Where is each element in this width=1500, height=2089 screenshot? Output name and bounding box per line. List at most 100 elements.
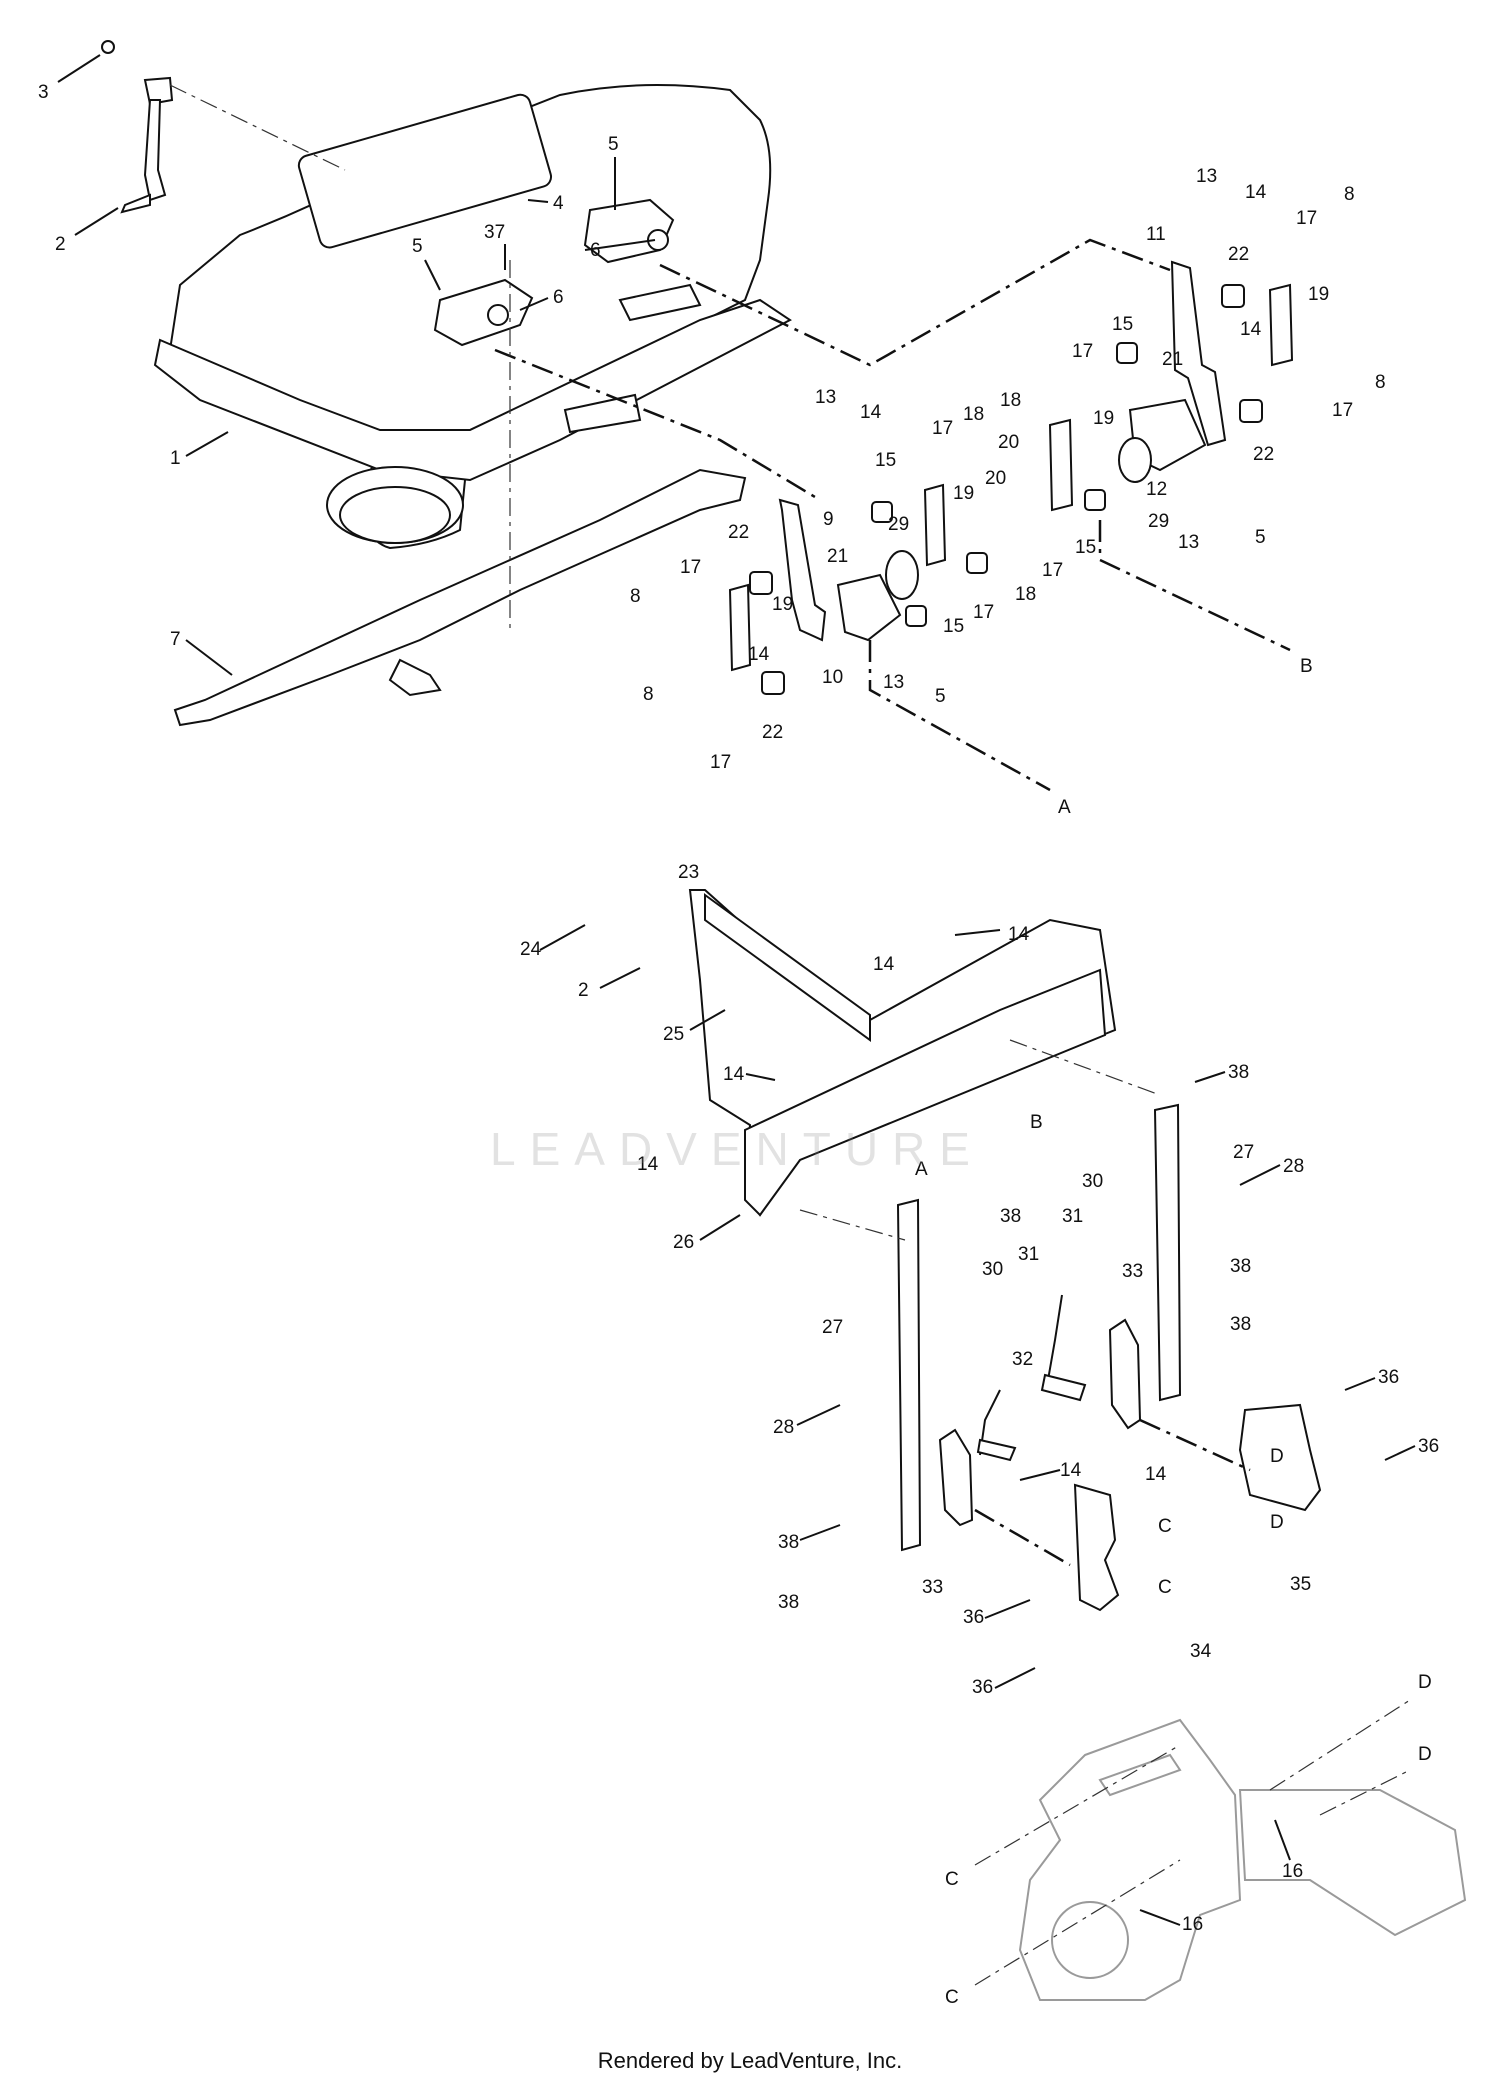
callout-16: 16	[1182, 1914, 1203, 1935]
callout-A: A	[915, 1159, 928, 1180]
callout-38: 38	[778, 1532, 799, 1553]
callout-27: 27	[822, 1317, 843, 1338]
chassis-line-d2	[1319, 1769, 1411, 1816]
callout-36: 36	[1378, 1367, 1399, 1388]
callout-D: D	[1418, 1744, 1432, 1765]
callout-8: 8	[643, 684, 654, 705]
callout-B: B	[1300, 656, 1313, 677]
right-linkage	[1048, 260, 1294, 512]
callout-17: 17	[1332, 400, 1353, 421]
ghost-chassis	[1018, 1718, 1467, 2001]
callout-D: D	[1418, 1672, 1432, 1693]
callout-5: 5	[608, 134, 619, 155]
callout-20: 20	[998, 432, 1019, 453]
callout-15: 15	[1112, 314, 1133, 335]
route-line-a-down	[868, 640, 1051, 792]
callout-38: 38	[1230, 1314, 1251, 1335]
callout-10: 10	[822, 667, 843, 688]
callout-29: 29	[888, 514, 909, 535]
control-rod	[101, 40, 174, 214]
route-line-c	[974, 1508, 1071, 1567]
rod-line	[169, 84, 346, 171]
callout-16: 16	[1282, 1861, 1303, 1882]
callout-13: 13	[1196, 166, 1217, 187]
callout-13: 13	[1178, 532, 1199, 553]
callout-14: 14	[873, 954, 895, 975]
callout-29: 29	[1148, 511, 1169, 532]
route-line-d	[1139, 1418, 1251, 1472]
callout-33: 33	[1122, 1261, 1143, 1282]
callout-14: 14	[860, 402, 882, 423]
callout-30: 30	[982, 1259, 1003, 1280]
cables	[976, 1294, 1087, 1462]
hood-brackets	[433, 198, 675, 347]
callout-13: 13	[883, 672, 904, 693]
callout-17: 17	[1296, 208, 1317, 229]
callout-22: 22	[1253, 444, 1274, 465]
callout-8: 8	[630, 586, 641, 607]
callout-26: 26	[673, 1232, 694, 1253]
callout-19: 19	[772, 594, 793, 615]
callout-8: 8	[1375, 372, 1386, 393]
callout-C: C	[1158, 1516, 1172, 1537]
callout-14: 14	[1008, 924, 1030, 945]
callout-35: 35	[1290, 1574, 1311, 1595]
callout-C: C	[945, 1987, 959, 2008]
vertical-tubes	[896, 1103, 1182, 1552]
callout-C: C	[1158, 1577, 1172, 1598]
callout-21: 21	[1162, 349, 1183, 370]
callout-2: 2	[578, 980, 589, 1001]
callout-25: 25	[663, 1024, 684, 1045]
callout-C: C	[945, 1869, 959, 1890]
callout-12: 12	[1146, 479, 1167, 500]
callout-22: 22	[728, 522, 749, 543]
callout-14: 14	[637, 1154, 659, 1175]
callout-38: 38	[778, 1592, 799, 1613]
callout-32: 32	[1012, 1349, 1033, 1370]
callout-15: 15	[875, 450, 896, 471]
route-line-b	[659, 238, 1171, 367]
callout-17: 17	[1042, 560, 1063, 581]
callout-15: 15	[943, 616, 964, 637]
callout-19: 19	[953, 483, 974, 504]
callout-14: 14	[1245, 182, 1267, 203]
chassis-line-c1	[974, 1744, 1181, 1866]
callout-36: 36	[963, 1607, 984, 1628]
callout-37: 37	[484, 222, 505, 243]
callout-33: 33	[922, 1577, 943, 1598]
callout-20: 20	[985, 468, 1006, 489]
left-linkage	[728, 483, 988, 695]
callout-5: 5	[412, 236, 423, 257]
chute-deflector	[173, 468, 747, 727]
chassis-line-d1	[1269, 1699, 1411, 1791]
callout-36: 36	[972, 1677, 993, 1698]
callout-28: 28	[773, 1417, 794, 1438]
callout-34: 34	[1190, 1641, 1212, 1662]
callout-6: 6	[553, 287, 564, 308]
footer-credit: Rendered by LeadVenture, Inc.	[597, 2048, 903, 2073]
callout-22: 22	[762, 722, 783, 743]
callout-5: 5	[935, 686, 946, 707]
callout-17: 17	[680, 557, 701, 578]
callout-38: 38	[1228, 1062, 1249, 1083]
callout-6: 6	[590, 240, 601, 261]
callout-D: D	[1270, 1512, 1284, 1533]
route-line-a	[494, 348, 821, 502]
callout-28: 28	[1283, 1156, 1304, 1177]
callout-9: 9	[823, 509, 834, 530]
callout-14: 14	[1240, 319, 1262, 340]
callout-14: 14	[1145, 1464, 1167, 1485]
callout-15: 15	[1075, 537, 1096, 558]
watermark: LEADVENTURE	[490, 1123, 984, 1175]
route-line-b-down	[1098, 520, 1291, 652]
callout-18: 18	[1000, 390, 1021, 411]
callout-24: 24	[520, 939, 542, 960]
callout-4: 4	[553, 193, 564, 214]
callout-38: 38	[1000, 1206, 1021, 1227]
callout-22: 22	[1228, 244, 1249, 265]
callout-14: 14	[1060, 1460, 1082, 1481]
callout-30: 30	[1082, 1171, 1103, 1192]
callout-17: 17	[710, 752, 731, 773]
callout-7: 7	[170, 629, 181, 650]
callout-11: 11	[1146, 224, 1166, 245]
